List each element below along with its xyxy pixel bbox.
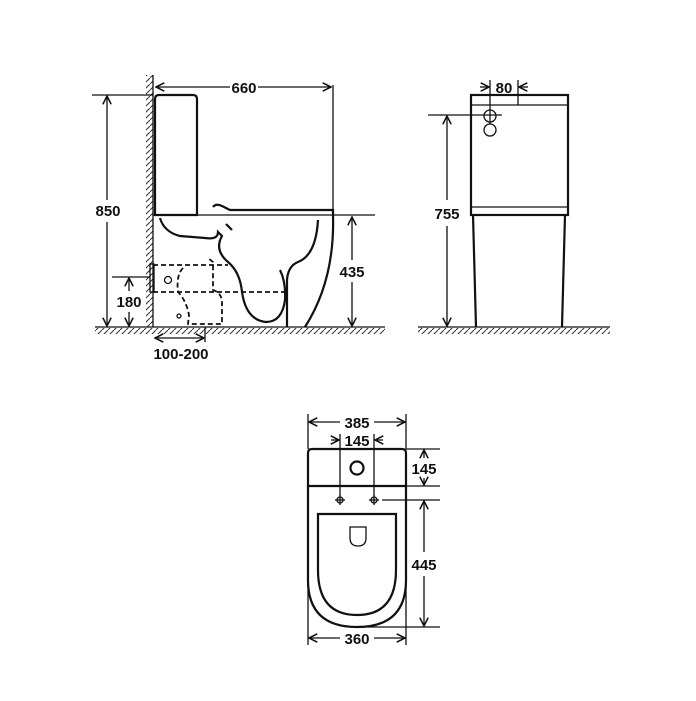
bowl-inner-wall: [285, 219, 320, 327]
dim-bowl-width-label: 360: [344, 631, 369, 648]
inlet-circle-lower: [483, 123, 497, 137]
tank-front: [469, 93, 570, 217]
wall-hatch: [146, 75, 153, 327]
dim-width-label: 660: [231, 80, 256, 97]
hidden-connector: [176, 257, 223, 325]
dim-bowl-length-label: 445: [411, 557, 436, 574]
dim-outlet-height-label: 180: [116, 294, 141, 311]
bowl-front: [471, 214, 567, 328]
dim-wall-distance-label: 100-200: [153, 346, 208, 363]
dim-tank-depth-label: 145: [411, 461, 436, 478]
fixing-hole-small: [176, 313, 182, 319]
seat-top: [316, 512, 398, 617]
front-view: 80 755: [418, 80, 610, 334]
top-view: 385 145 145 445 360: [306, 414, 440, 648]
trapway: [158, 217, 287, 324]
dim-total-width-label: 385: [344, 415, 369, 432]
dim-inlet-height-label: 755: [434, 206, 459, 223]
bowl-top-outer: [306, 486, 408, 629]
dim-height-label: 850: [95, 203, 120, 220]
dim-seat-height-label: 435: [339, 264, 364, 281]
outlet-flange: [149, 263, 155, 293]
floor-hatch: [418, 328, 610, 334]
tank-top: [306, 447, 408, 488]
hidden-outlet-lines: [153, 264, 287, 293]
tank-outline: [153, 93, 199, 217]
floor-hatch: [95, 328, 385, 334]
fixing-hole: [163, 275, 173, 285]
flush-outlet: [225, 223, 233, 231]
fixing-hole-marks: [335, 495, 379, 505]
bowl-outer: [304, 214, 335, 328]
dim-hole-spacing-label: 145: [344, 433, 369, 450]
dim-inlet-offset-label: 80: [496, 80, 513, 97]
flush-button: [349, 460, 365, 476]
bowl-opening: [349, 526, 367, 547]
seat-outline: [212, 203, 335, 215]
side-view: 660 850 435 180 100-200: [92, 75, 385, 363]
